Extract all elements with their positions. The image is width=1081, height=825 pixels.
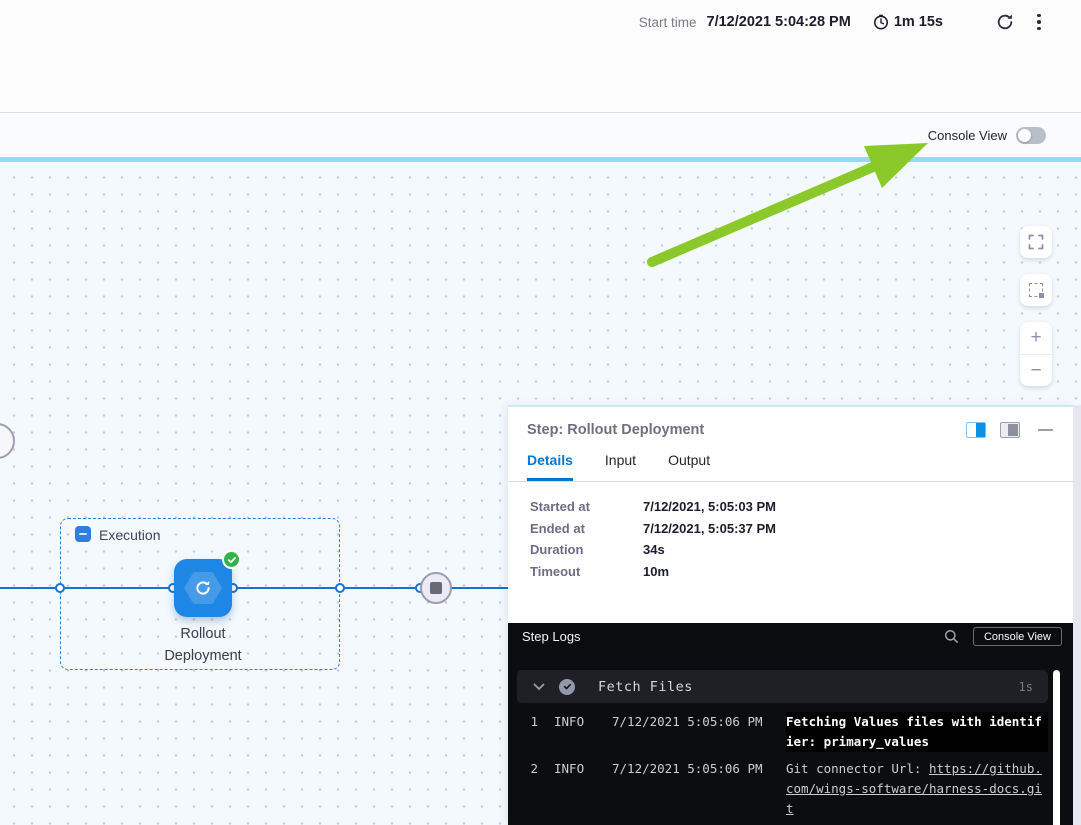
canvas-toolbar: Console View — [0, 114, 1081, 157]
panel-header: Step: Rollout Deployment — [508, 407, 1073, 442]
step-logs-title: Step Logs — [522, 629, 581, 644]
log-section-fetch-files[interactable]: Fetch Files 1s — [517, 670, 1048, 703]
panel-tabs: Details Input Output — [508, 442, 1073, 482]
tab-input[interactable]: Input — [604, 452, 637, 468]
log-section-name: Fetch Files — [598, 678, 693, 695]
log-section-duration: 1s — [1018, 679, 1033, 694]
pipeline-connector-line — [0, 587, 508, 589]
chevron-down-icon[interactable] — [533, 683, 545, 691]
refresh-button[interactable] — [995, 12, 1015, 32]
rollout-icon — [194, 579, 212, 597]
kebab-menu-button[interactable] — [1031, 12, 1047, 32]
fit-to-screen-icon — [1029, 283, 1044, 298]
step-logs-header: Step Logs Console View — [508, 623, 1073, 650]
start-time-value: 7/12/2021 5:04:28 PM — [706, 14, 851, 30]
node-label: Rollout Deployment — [164, 626, 242, 664]
logs-body[interactable]: Fetch Files 1s 1 INFO 7/12/2021 5:05:06 … — [508, 650, 1073, 825]
connector-dot — [55, 583, 65, 593]
detail-row-started-at: Started at 7/12/2021, 5:05:03 PM — [530, 499, 776, 514]
collapse-group-button[interactable] — [75, 526, 91, 542]
step-details-panel: Step: Rollout Deployment Details Input O… — [508, 405, 1073, 825]
log-line-1: 1 INFO 7/12/2021 5:05:06 PM Fetching Val… — [508, 712, 1073, 752]
execution-group-label: Execution — [99, 527, 161, 543]
console-view-toggle[interactable] — [1016, 127, 1046, 144]
step-logs-section: Step Logs Console View Fetch Files 1s — [508, 623, 1073, 825]
fullscreen-icon — [1028, 234, 1044, 250]
detail-row-timeout: Timeout 10m — [530, 563, 670, 579]
log-search-button[interactable] — [944, 629, 959, 644]
zoom-in-button[interactable]: + — [1020, 322, 1052, 354]
split-view-icon[interactable] — [966, 422, 986, 438]
detail-row-duration: Duration 34s — [530, 542, 665, 557]
execution-group-box — [60, 518, 340, 670]
zoom-out-button[interactable]: − — [1020, 355, 1052, 387]
page-scrollbar[interactable] — [1073, 405, 1081, 825]
logs-console-view-button[interactable]: Console View — [972, 627, 1062, 646]
start-time-label: Start time — [638, 14, 697, 30]
search-icon — [944, 629, 959, 644]
top-header: Start time 7/12/2021 5:04:28 PM 1m 15s — [0, 0, 1081, 113]
panel-title: Step: Rollout Deployment — [527, 422, 705, 438]
fit-to-screen-button[interactable] — [1020, 274, 1052, 306]
full-view-icon[interactable] — [1000, 422, 1020, 438]
log-scrollbar[interactable] — [1053, 670, 1060, 825]
log-message: Fetching Values files with identifier: p… — [786, 712, 1048, 752]
fullscreen-button[interactable] — [1020, 226, 1052, 258]
step-details-list: Started at 7/12/2021, 5:05:03 PM Ended a… — [508, 482, 1073, 579]
minimize-panel-button[interactable] — [1038, 428, 1053, 432]
log-message: Git connector Url: https://github.com/wi… — [786, 761, 1042, 816]
detail-row-ended-at: Ended at 7/12/2021, 5:05:37 PM — [530, 520, 776, 536]
tab-details[interactable]: Details — [527, 452, 573, 481]
rollout-hexagon — [184, 572, 222, 604]
refresh-icon — [995, 12, 1015, 32]
section-success-icon — [559, 678, 575, 695]
previous-node-partial — [0, 423, 15, 459]
success-check-icon — [222, 550, 241, 569]
canvas-top-divider — [0, 157, 1081, 162]
connector-dot — [335, 583, 345, 593]
pipeline-end-node[interactable] — [420, 572, 452, 604]
zoom-controls: + − — [1020, 322, 1052, 386]
log-line-2: 2 INFO 7/12/2021 5:05:06 PM Git connecto… — [508, 759, 1073, 819]
clock-icon — [873, 14, 889, 30]
tab-output[interactable]: Output — [668, 452, 711, 468]
minus-icon — [79, 533, 87, 535]
console-view-label: Console View — [927, 128, 1007, 143]
stop-icon — [430, 582, 442, 594]
rollout-deployment-node[interactable] — [174, 559, 232, 617]
git-connector-link[interactable]: https://github.com/wings-software/harnes… — [786, 761, 1042, 816]
elapsed-time: 1m 15s — [893, 14, 943, 30]
